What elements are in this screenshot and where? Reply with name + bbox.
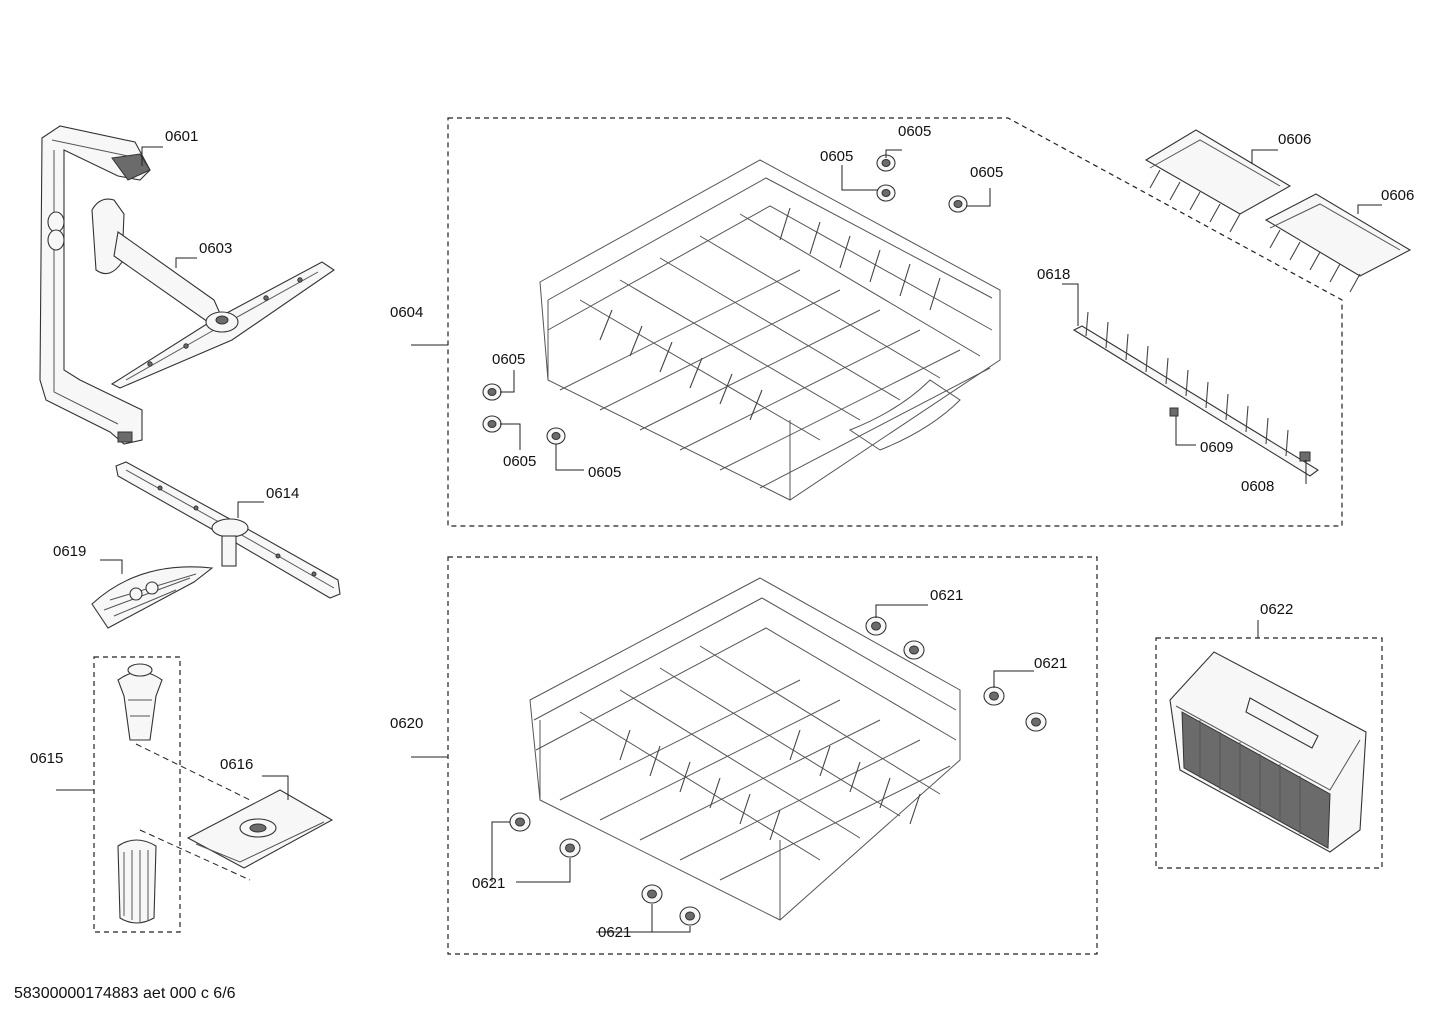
callout-0620: 0620 (390, 715, 423, 732)
lower-rack-group-border (447, 556, 1098, 955)
callout-0603: 0603 (199, 240, 232, 257)
callout-0621-a: 0621 (930, 587, 963, 604)
supply-pipe-part (39, 125, 151, 445)
upper-rack-roller-part (482, 154, 968, 445)
cutlery-basket-part (1169, 651, 1367, 853)
folding-rack-bottom-part (1264, 193, 1412, 293)
filter-assembly-part (117, 663, 251, 924)
callout-0621-b: 0621 (1034, 655, 1067, 672)
tine-row-part (1072, 311, 1319, 477)
lower-rack-roller-part (509, 616, 1047, 926)
callout-0605-left-2: 0605 (503, 453, 536, 470)
callout-0605-left-3: 0605 (588, 464, 621, 481)
callout-0606-b: 0606 (1381, 187, 1414, 204)
callout-0601: 0601 (165, 128, 198, 145)
leader-lines (56, 146, 1382, 933)
callout-0619: 0619 (53, 543, 86, 560)
upper-spray-arm-part (91, 198, 335, 389)
callout-0608: 0608 (1241, 478, 1274, 495)
callout-0604: 0604 (390, 304, 423, 321)
callout-0605-left-1: 0605 (492, 351, 525, 368)
callout-0609: 0609 (1200, 439, 1233, 456)
callout-0605-top-3: 0605 (970, 164, 1003, 181)
callout-0622: 0622 (1260, 601, 1293, 618)
callout-0605-top-1: 0605 (898, 123, 931, 140)
upper-rack-part (539, 159, 1001, 501)
callout-0621-c: 0621 (472, 875, 505, 892)
callout-0618: 0618 (1037, 266, 1070, 283)
filter-plate-part (91, 566, 214, 629)
callout-0605-top-2: 0605 (820, 148, 853, 165)
sieve-plate-part (186, 789, 334, 869)
lower-rack-part (529, 577, 961, 921)
callout-0606-a: 0606 (1278, 131, 1311, 148)
cutlery-basket-group-border (1155, 637, 1383, 869)
callout-0616: 0616 (220, 756, 253, 773)
callout-0615: 0615 (30, 750, 63, 767)
callout-0614: 0614 (266, 485, 299, 502)
lower-spray-arm-part (115, 461, 341, 599)
folding-rack-top-part (1144, 129, 1292, 233)
document-id: 58300000174883 aet 000 c 6/6 (14, 985, 236, 1002)
upper-rack-group-border (447, 117, 1343, 527)
callout-0621-d: 0621 (598, 924, 631, 941)
